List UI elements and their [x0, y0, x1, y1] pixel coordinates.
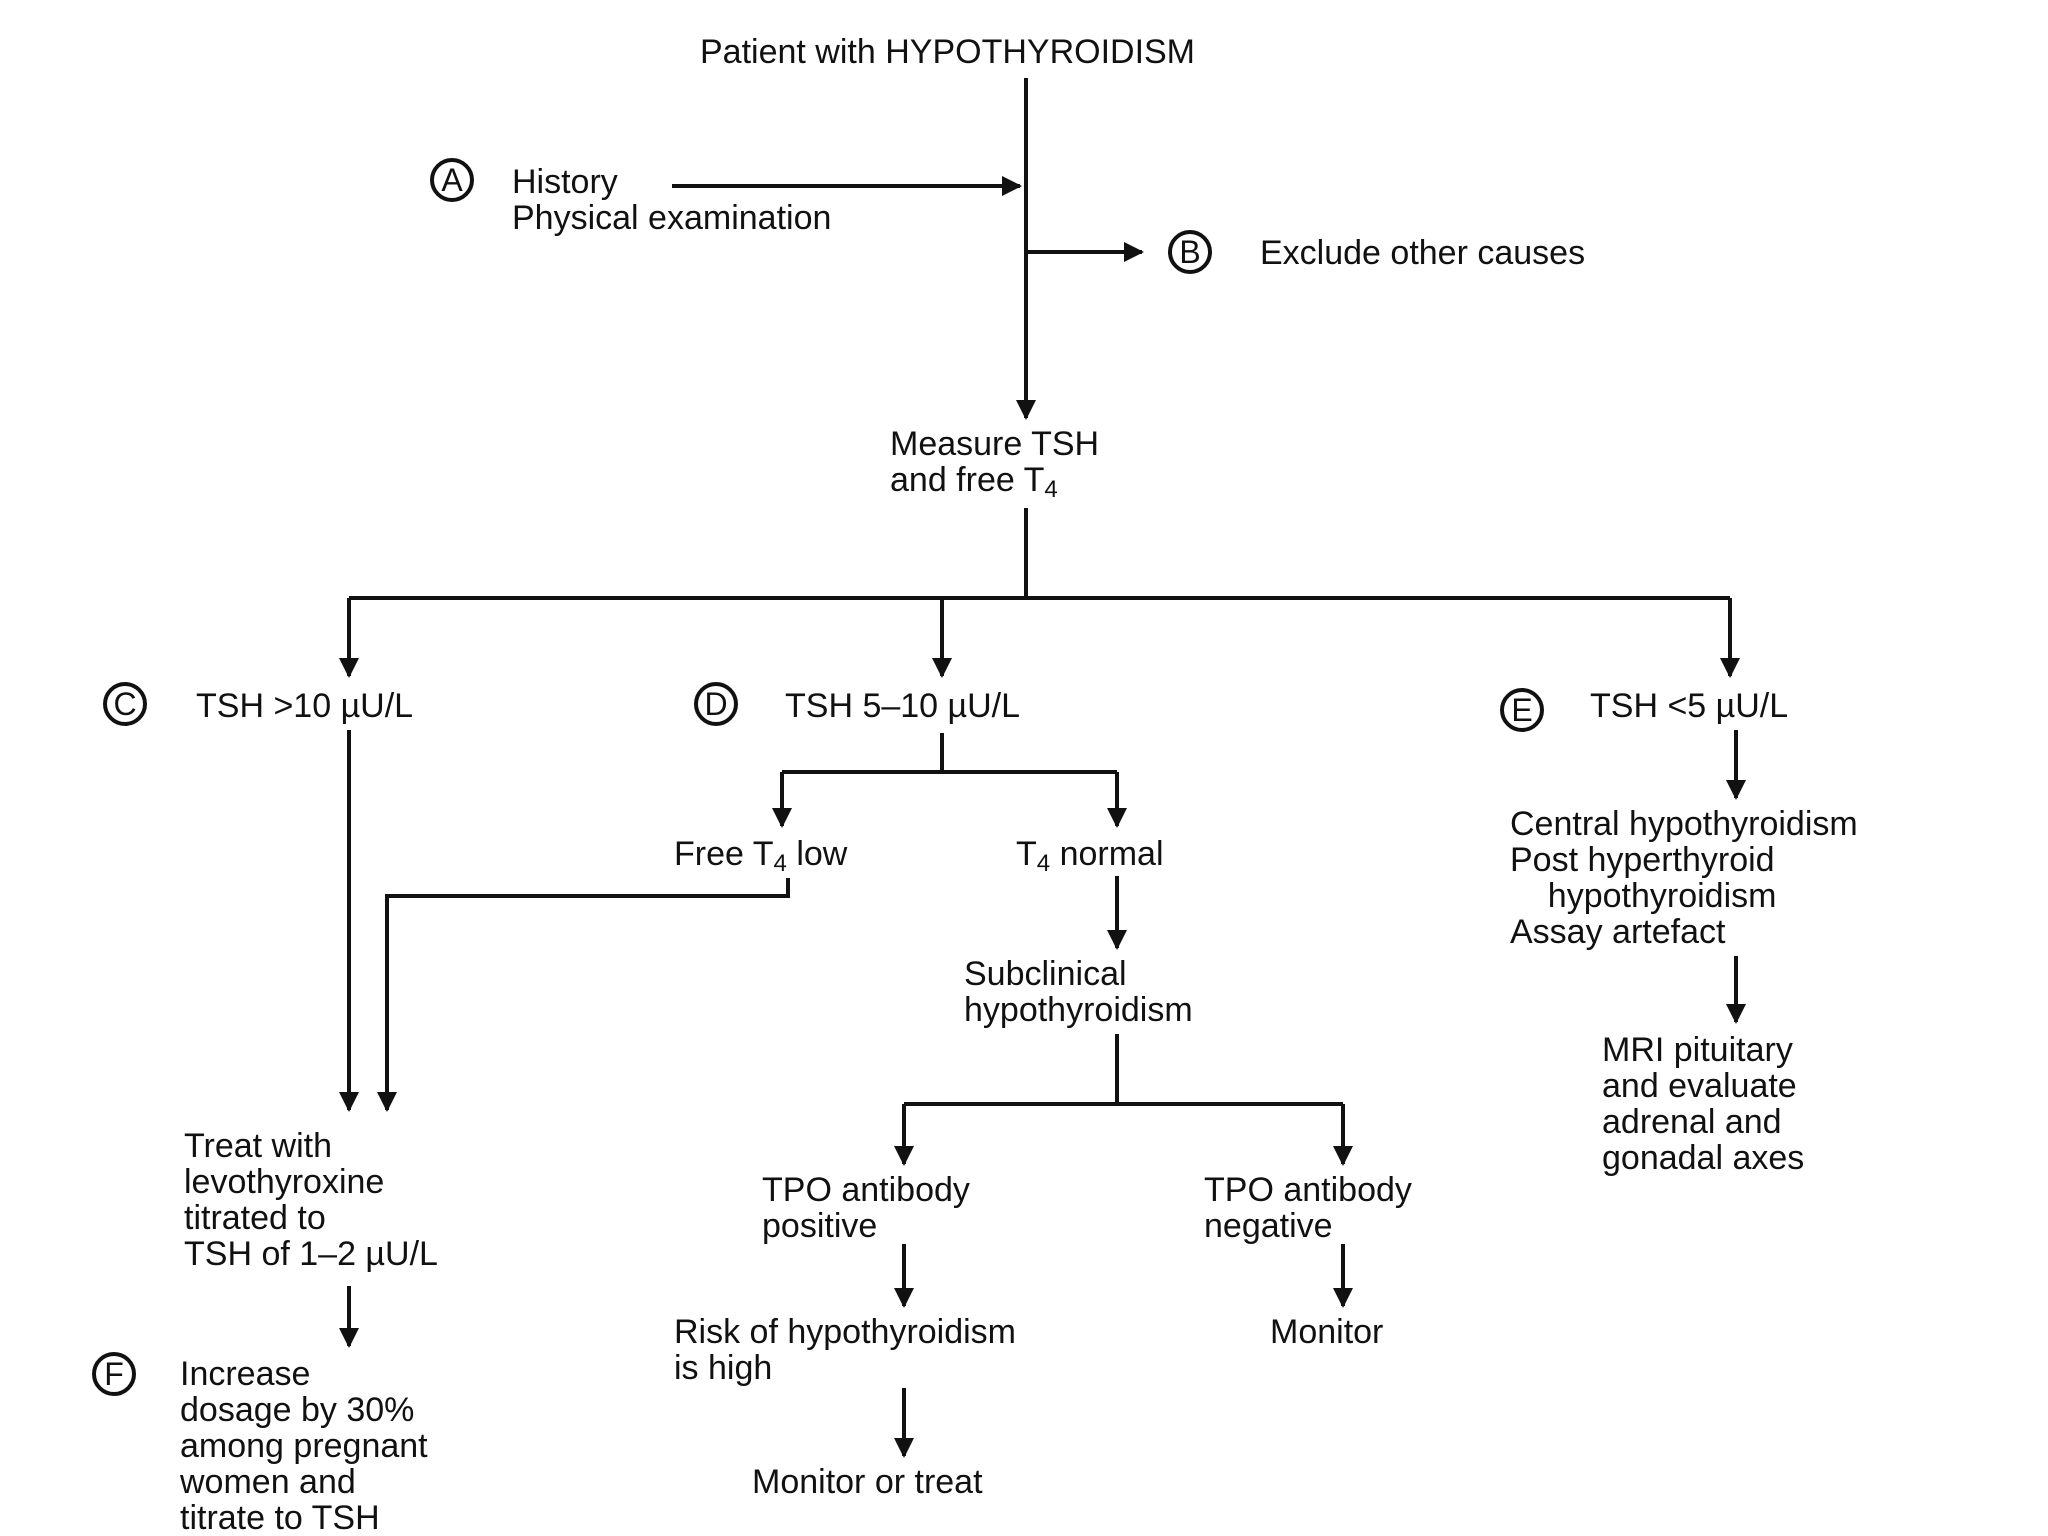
monitor-or-treat-node: Monitor or treat [752, 1463, 983, 1501]
monitor-node: Monitor [1270, 1313, 1384, 1351]
measure-line-1: Measure TSH [890, 425, 1100, 463]
subclinical-node: Subclinical hypothyroidism [964, 955, 1193, 1029]
measure-tsh-node: Measure TSH and free T4 [890, 425, 1100, 502]
tsh-gt-10-node: TSH >10 µU/L [196, 687, 414, 725]
measure-line-2-text: and free T [890, 461, 1045, 499]
t4-normal-text: T [1016, 835, 1037, 873]
marker-c-icon: C [103, 682, 147, 726]
history-node: History Physical examination [512, 163, 832, 237]
tpo-positive-node: TPO antibody positive [762, 1171, 970, 1245]
measure-line-2: and free T4 [890, 461, 1099, 502]
tsh-5-10-node: TSH 5–10 µU/L [785, 687, 1021, 725]
free-t4-sub: 4 [773, 850, 787, 877]
risk-high-node: Risk of hypothyroidism is high [674, 1313, 1017, 1387]
t4-normal-suffix: normal [1050, 835, 1164, 873]
t4-normal-sub: 4 [1036, 850, 1051, 877]
tpo-negative-node: TPO antibody negative [1204, 1171, 1412, 1245]
exclude-causes-node: Exclude other causes [1260, 234, 1586, 272]
marker-b-icon: B [1168, 230, 1212, 274]
t4-normal-node: T4 normal [1016, 835, 1164, 876]
marker-e-icon: E [1500, 688, 1544, 732]
pregnancy-dosage-node: Increase dosage by 30% among pregnant wo… [180, 1355, 428, 1536]
marker-a-icon: A [430, 158, 474, 202]
mri-evaluation-node: MRI pituitary and evaluate adrenal and g… [1602, 1031, 1805, 1177]
treat-levothyroxine-node: Treat with levothyroxine titrated to TSH… [184, 1127, 438, 1273]
tsh-lt-5-node: TSH <5 µU/L [1590, 687, 1789, 725]
arrow-free-t4-to-treat [377, 878, 790, 1112]
measure-line-2-sub: 4 [1044, 476, 1058, 503]
marker-d-icon: D [694, 682, 738, 726]
central-causes-node: Central hypothyroidism Post hyperthyroid… [1510, 805, 1858, 951]
free-t4-low-node: Free T4 low [674, 835, 848, 876]
root-node: Patient with HYPOTHYROIDISM [700, 33, 1196, 71]
marker-f-icon: F [92, 1352, 136, 1396]
free-t4-suffix: low [786, 835, 848, 873]
free-t4-text: Free T [674, 835, 774, 873]
